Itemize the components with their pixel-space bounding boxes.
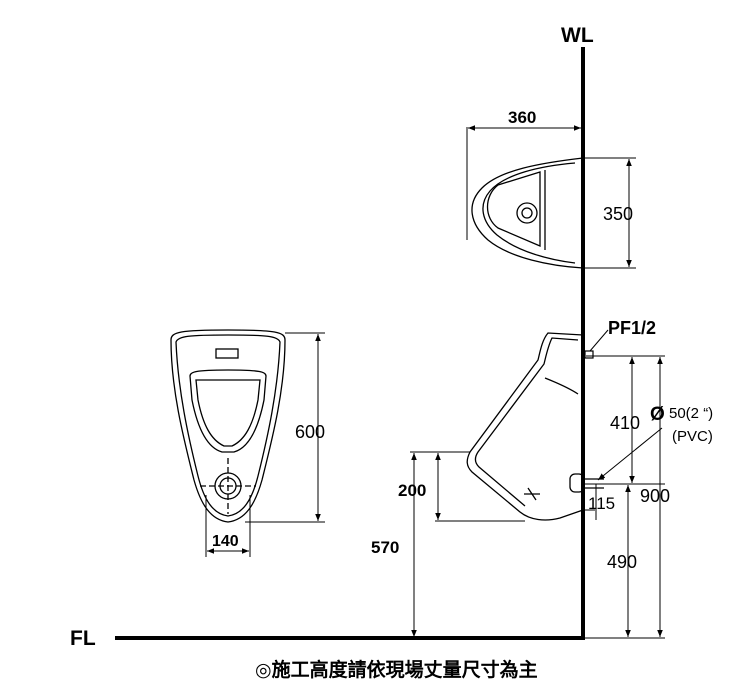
dim-360-label: 360 bbox=[508, 108, 536, 127]
dim-600-label: 600 bbox=[295, 422, 325, 442]
pvc-label: (PVC) bbox=[672, 428, 713, 445]
diameter-symbol-icon: Ø bbox=[650, 404, 665, 425]
dim-900-label: 900 bbox=[640, 486, 670, 506]
pf-label: PF1/2 bbox=[608, 318, 656, 338]
urinal-side-view bbox=[466, 332, 585, 521]
diameter-label: 50(2 “) bbox=[669, 405, 713, 422]
dim-570-label: 570 bbox=[371, 538, 399, 557]
dim-490-label: 490 bbox=[607, 552, 637, 572]
dim-115-label: 115 bbox=[588, 494, 615, 513]
dim-200-label: 200 bbox=[398, 481, 426, 500]
dim-410-label: 410 bbox=[610, 413, 640, 433]
dim-140-label: 140 bbox=[212, 533, 239, 550]
dim-350-label: 350 bbox=[603, 204, 633, 224]
urinal-front-view bbox=[170, 329, 286, 523]
urinal-top-view bbox=[471, 157, 584, 269]
wall-label: WL bbox=[561, 24, 594, 47]
pf-inlet bbox=[584, 350, 594, 359]
installation-note: ◎施工高度請依現場丈量尺寸為主 bbox=[255, 659, 538, 681]
floor-label: FL bbox=[70, 627, 96, 650]
